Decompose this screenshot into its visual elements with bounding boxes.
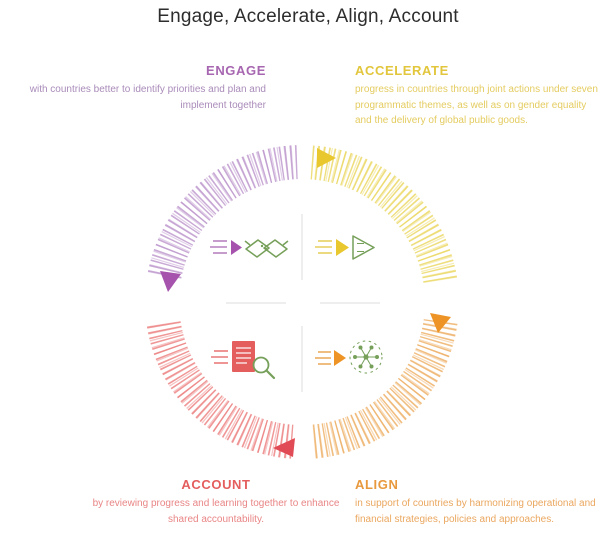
document-review-icon xyxy=(211,341,276,380)
quadrant-account-text: ACCOUNT by reviewing progress and learni… xyxy=(84,477,348,527)
align-arc xyxy=(310,313,458,459)
account-description: by reviewing progress and learning toget… xyxy=(92,498,340,525)
account-arrow-icon xyxy=(273,438,295,457)
align-arrow-icon xyxy=(430,313,451,333)
align-label: ALIGN xyxy=(355,477,399,492)
quadrant-engage-text: ENGAGE with countries better to identify… xyxy=(10,63,266,113)
accelerate-arc xyxy=(310,145,458,286)
account-arc xyxy=(146,318,295,459)
engage-arc xyxy=(147,145,299,292)
handshake-icon xyxy=(210,239,289,258)
account-label: ACCOUNT xyxy=(181,477,251,492)
quadrant-accelerate-text: ACCELERATE progress in countries through… xyxy=(355,63,605,129)
center-dividers xyxy=(226,214,380,392)
magnifier-icon xyxy=(252,356,270,374)
page-title: Engage, Accelerate, Align, Account xyxy=(157,6,459,27)
accelerate-description: progress in countries through joint acti… xyxy=(355,84,598,126)
align-description: in support of countries by harmonizing o… xyxy=(355,498,596,525)
engage-label: ENGAGE xyxy=(206,63,266,78)
accelerate-label: ACCELERATE xyxy=(355,63,449,78)
engage-arrow-icon xyxy=(160,271,181,292)
partners-network-icon xyxy=(315,340,383,374)
accelerate-arrow-icon xyxy=(317,148,336,168)
quadrant-align-text: ALIGN in support of countries by harmoni… xyxy=(355,477,605,527)
engage-description: with countries better to identify priori… xyxy=(29,84,266,111)
play-forward-icon xyxy=(315,235,375,260)
